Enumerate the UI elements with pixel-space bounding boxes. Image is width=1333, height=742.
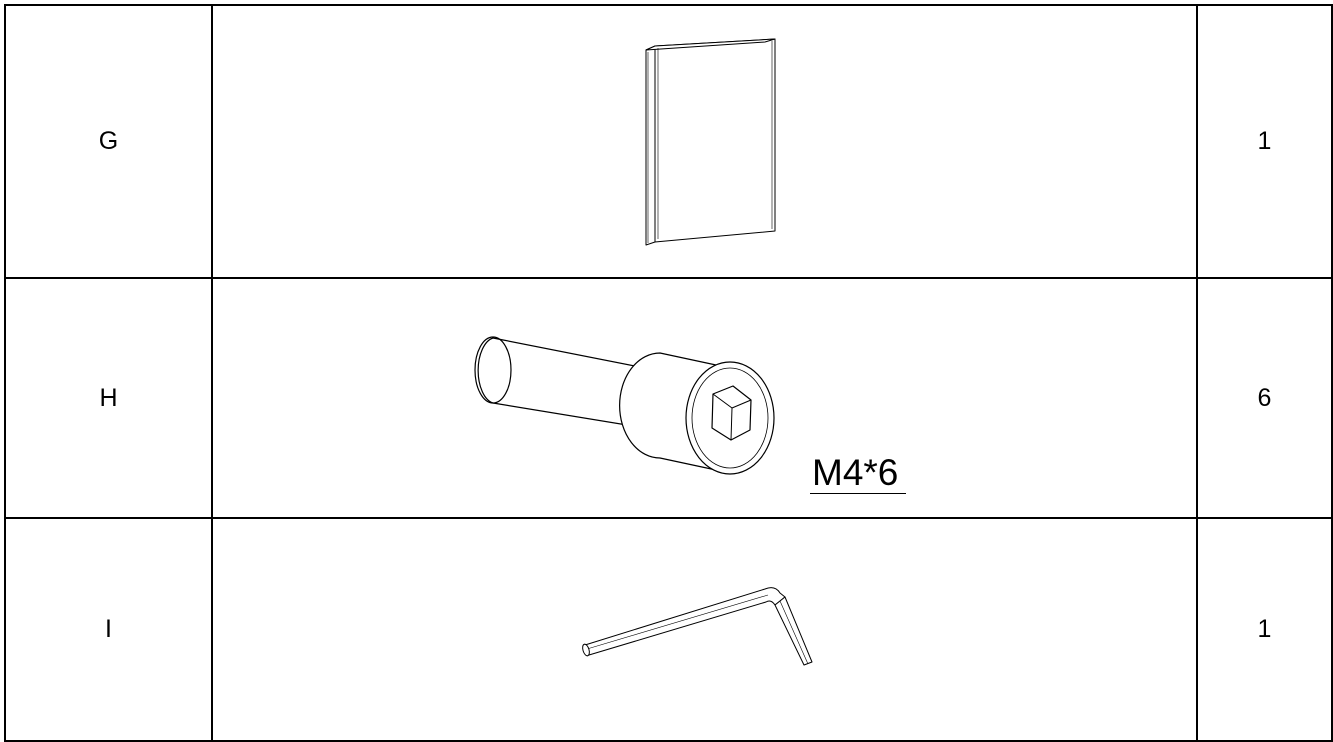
part-quantity-cell: 6 xyxy=(1196,277,1333,519)
part-id-cell: H xyxy=(4,277,213,519)
part-image-cell xyxy=(211,517,1198,742)
table-row: H xyxy=(4,277,1333,519)
part-image-cell xyxy=(211,4,1198,279)
part-id-cell: G xyxy=(4,4,213,279)
hex-key-icon xyxy=(581,586,812,665)
parts-table: G 1 xyxy=(4,4,1333,742)
table-row: I 1 xyxy=(4,517,1333,742)
plate-icon xyxy=(645,38,775,245)
table-row: G 1 xyxy=(4,4,1333,279)
socket-head-bolt-icon xyxy=(473,336,775,475)
part-id-cell: I xyxy=(4,517,213,742)
part-quantity-cell: 1 xyxy=(1196,4,1333,279)
part-quantity-cell: 1 xyxy=(1196,517,1333,742)
bolt-spec-label: M4*6 xyxy=(810,454,907,494)
part-image-cell: M4*6 xyxy=(211,277,1198,519)
